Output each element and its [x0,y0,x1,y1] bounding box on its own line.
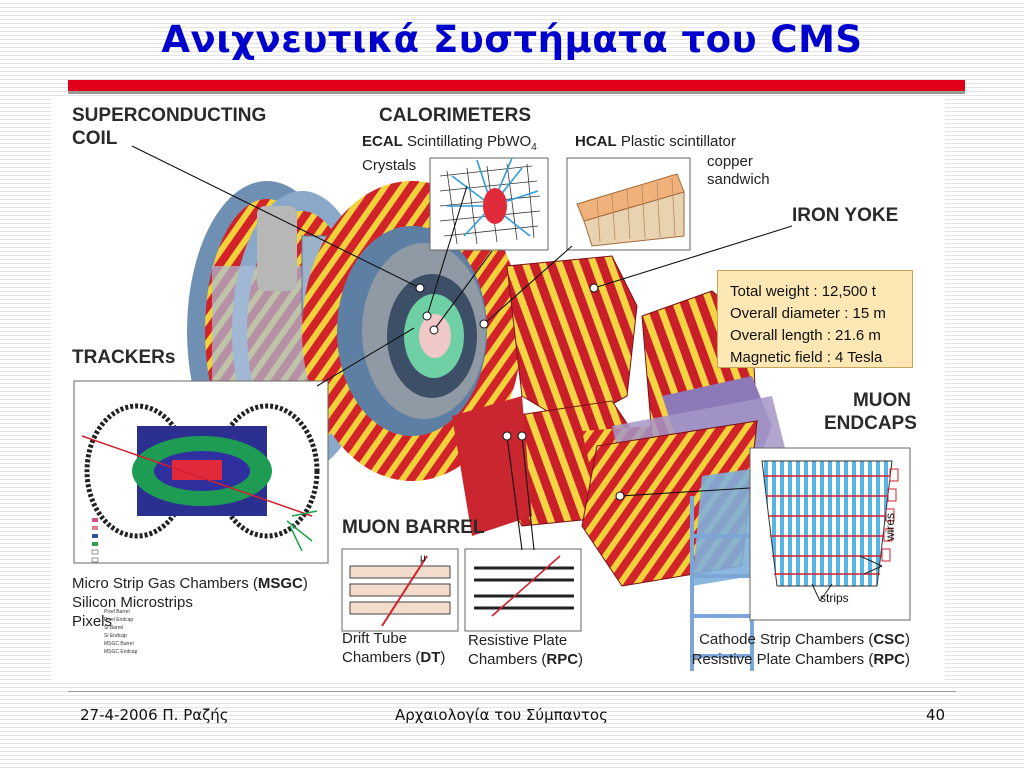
title-underline-grey [68,91,965,94]
dt-bold: DT [420,649,441,666]
footer-page-number: 40 [926,706,946,724]
cms-diagram-panel: μ [52,96,945,680]
leader-dots [415,283,625,501]
msgc-bold: MSGC [257,575,303,592]
dt-inset: μ [341,548,459,632]
legend-pixel-barrel: Pixel Barrel [104,609,130,615]
msgc-post: ) [302,575,308,592]
trackers-label: TRACKERs [72,347,176,368]
title-underline-red [68,80,965,91]
csc-strips-label: strips [820,591,849,605]
csc-wires-label: wires [883,513,897,542]
rpc-bold: RPC [546,651,579,668]
slide-title: Ανιχνευτικά Συστήματα του CMS [161,18,863,61]
coil-label: SUPERCONDUCTING COIL [72,104,266,150]
rpc-label: Resistive Plate Chambers (RPC) [468,631,583,669]
dt-label: Drift Tube Chambers (DT) [342,629,445,667]
tracker-desc: Micro Strip Gas Chambers (MSGC) Silicon … [72,574,308,631]
ecal-bold: ECAL [362,133,403,150]
csc-rpc-post: ) [905,651,910,668]
footer-divider [68,691,956,692]
dt-line2: Chambers (DT) [342,648,445,667]
ecal-label: ECAL Scintillating PbWO4 Crystals [362,133,537,175]
hcal-label: HCAL Plastic scintillator [575,133,736,151]
hcal-text: Plastic scintillator [620,133,736,150]
rpc-line2: Chambers (RPC) [468,650,583,669]
central-barrel [302,181,522,481]
legend-msgc-barrel: MSGC Barrel [104,641,134,647]
muon-endcaps-line1: MUON [852,390,911,411]
csc-post: ) [905,631,910,648]
hcal-line2: copper [707,153,753,170]
csc-pre: Cathode Strip Chambers ( [699,631,874,648]
msgc-pre: Micro Strip Gas Chambers ( [72,575,258,592]
detector-stats-box: Total weight : 12,500 t Overall diameter… [717,270,913,368]
csc-bold: CSC [873,631,905,648]
muon-endcap-disks [581,290,792,671]
csc-line2: Resistive Plate Chambers (RPC) [612,650,910,670]
ecal-text: Scintillating PbWO [407,133,532,150]
stat-total-weight: Total weight : 12,500 t [730,283,876,300]
legend-msgc-endcap: MSGC Endcap [104,649,138,655]
tracker-desc-msgc: Micro Strip Gas Chambers (MSGC) [72,574,308,593]
stat-overall-diameter: Overall diameter : 15 m [730,305,886,322]
rpc-pre: Chambers ( [468,651,547,668]
rpc-line1: Resistive Plate [468,632,568,649]
ecal-inset [429,157,549,251]
muon-barrel-label: MUON BARREL [342,517,485,538]
tracker-legend: Pixel Barrel Pixel Endcap Si Barrel Si E… [104,608,137,656]
csc-inset: strips wires [749,447,911,621]
rpc-post: ) [578,651,584,668]
muon-endcaps-line2: ENDCAPS [824,413,917,434]
csc-rpc-bold: RPC [873,651,905,668]
iron-yoke-label: IRON YOKE [792,205,899,226]
csc-label: Cathode Strip Chambers (CSC) Resistive P… [612,630,910,670]
cms-detector-illustration: μ [73,145,911,671]
hcal-inset [566,157,691,251]
tracker-desc-silicon: Silicon Microstrips [72,594,193,611]
tracker-inset [73,380,329,564]
tracker-desc-pixels: Pixels [72,613,113,630]
dt-post: ) [440,649,446,666]
stat-magnetic-field: Magnetic field : 4 Tesla [730,349,883,366]
hcal-desc: copper sandwich [707,153,770,189]
legend-si-endcap: Si Endcap [104,633,127,639]
stat-overall-length: Overall length : 21.6 m [730,327,881,344]
coil-label-line1: SUPERCONDUCTING [72,105,267,126]
muon-endcaps-label: MUON ENDCAPS [824,389,917,435]
rpc-inset [464,548,582,632]
calorimeters-label: CALORIMETERS [379,105,531,126]
dt-line1: Drift Tube [342,630,408,647]
hcal-bold: HCAL [575,133,617,150]
coil-label-line2: COIL [72,128,118,149]
tracker-legend-swatches [91,518,99,563]
hcal-line3: sandwich [707,171,770,188]
footer-course-title: Αρχαιολογία του Σύμπαντος [395,706,608,724]
footer-date-author: 27-4-2006 Π. Ραζής [80,706,229,724]
ecal-line2: Crystals [362,157,417,174]
ecal-subscript: 4 [531,142,537,153]
leader-lines [131,145,793,551]
csc-rpc-pre: Resistive Plate Chambers ( [691,651,874,668]
legend-pixel-endcap: Pixel Endcap [104,617,134,623]
dt-pre: Chambers ( [342,649,421,666]
csc-line1: Cathode Strip Chambers (CSC) [612,630,910,650]
legend-si-barrel: Si Barrel [104,625,124,631]
dt-muon-symbol: μ [420,553,426,564]
